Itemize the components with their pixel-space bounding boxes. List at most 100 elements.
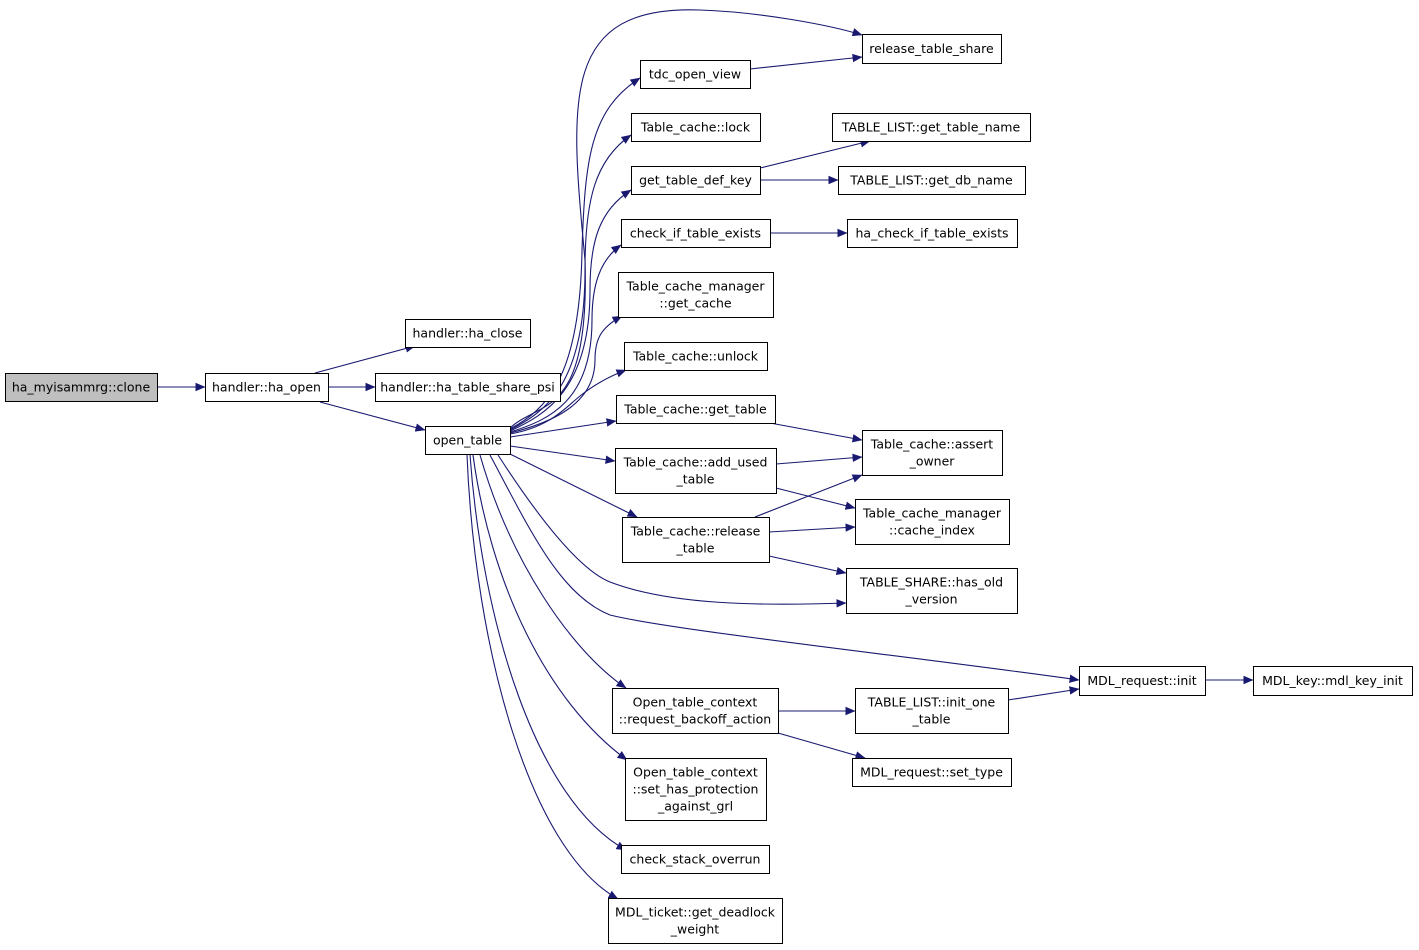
node-table-cache-release-table[interactable]: Table_cache::release_table: [622, 517, 770, 563]
node-handler-ha-open[interactable]: handler::ha_open: [205, 373, 329, 402]
node-table-share-has-old-version[interactable]: TABLE_SHARE::has_old_version: [846, 568, 1018, 614]
edge-open-table-to-otc-set-prot: [472, 454, 628, 761]
node-box: [205, 373, 329, 402]
node-label: TABLE_SHARE::has_old: [859, 575, 1003, 590]
edge-open-table-to-tcm-get-cache: [509, 315, 623, 434]
edge-open-table-to-mdl-req-init: [489, 454, 1080, 683]
node-mdl-request-set-type[interactable]: MDL_request::set_type: [852, 758, 1012, 787]
node-box: [846, 568, 1018, 614]
node-open-table-context-request-backoff-action[interactable]: Open_table_context::request_backoff_acti…: [612, 688, 779, 734]
node-label: MDL_ticket::get_deadlock: [615, 905, 776, 920]
edges-layer: [157, 9, 1254, 900]
node-box: [624, 342, 768, 371]
node-table-list-get-table-name[interactable]: TABLE_LIST::get_table_name: [832, 113, 1031, 142]
node-open-table-context-set-has-protection[interactable]: Open_table_context::set_has_protection_a…: [625, 758, 767, 821]
edge-open-table-to-tc-unlock: [509, 369, 627, 435]
node-box: [5, 373, 158, 402]
node-label: release_table_share: [869, 41, 994, 56]
node-box: [631, 166, 761, 195]
node-table-list-get-db-name[interactable]: TABLE_LIST::get_db_name: [838, 166, 1026, 195]
node-box: [852, 758, 1012, 787]
node-label: _weight: [670, 922, 719, 937]
node-release-table-share[interactable]: release_table_share: [862, 34, 1002, 64]
edge-open-table-to-otc-backoff: [479, 454, 627, 689]
node-box: [618, 272, 774, 318]
node-box: [862, 430, 1003, 476]
node-mdl-ticket-get-deadlock-weight[interactable]: MDL_ticket::get_deadlock_weight: [608, 898, 783, 944]
node-label: TABLE_LIST::get_db_name: [849, 173, 1013, 188]
node-label: check_if_table_exists: [630, 226, 761, 241]
edge-otc-backoff-to-mdl-set-type: [777, 732, 866, 760]
node-label: _table: [676, 472, 715, 487]
node-label: Open_table_context: [633, 695, 758, 710]
node-box: [608, 898, 783, 944]
node-label: _against_grl: [657, 799, 733, 814]
node-box: [838, 166, 1026, 195]
node-check-if-table-exists[interactable]: check_if_table_exists: [621, 219, 771, 248]
node-handler-ha-table-share-psi[interactable]: handler::ha_table_share_psi: [375, 373, 561, 402]
node-table-cache-manager-cache-index[interactable]: Table_cache_manager::cache_index: [855, 499, 1010, 545]
node-label: MDL_request::init: [1087, 673, 1196, 688]
node-open-table[interactable]: open_table: [425, 426, 511, 455]
node-box: [625, 758, 767, 821]
edge-get-tdk-to-tl-get-table-name: [759, 139, 871, 169]
node-label: _table: [912, 712, 951, 727]
node-label: handler::ha_table_share_psi: [380, 380, 555, 395]
node-label: Table_cache_manager: [625, 279, 765, 294]
node-label: Table_cache::get_table: [623, 402, 767, 417]
edge-open-table-to-check-exists: [509, 244, 622, 433]
node-label: Table_cache::unlock: [632, 349, 759, 364]
edge-tc-add-used-to-tc-assert-owner: [775, 453, 863, 465]
node-label: Table_cache::lock: [640, 120, 751, 135]
node-table-cache-lock[interactable]: Table_cache::lock: [631, 113, 761, 142]
edge-open-table-to-tc-lock: [509, 134, 632, 431]
node-tdc-open-view[interactable]: tdc_open_view: [640, 60, 751, 89]
node-table-cache-assert-owner[interactable]: Table_cache::assert_owner: [862, 430, 1003, 476]
node-label: ::set_has_protection: [633, 782, 759, 797]
edge-open-table-to-tdc-open-view: [509, 77, 641, 430]
node-label: handler::ha_open: [212, 380, 321, 395]
edge-open-table-to-ts-has-old: [497, 454, 847, 608]
node-table-cache-unlock[interactable]: Table_cache::unlock: [624, 342, 768, 371]
node-label: tdc_open_view: [649, 67, 741, 82]
node-label: MDL_key::mdl_key_init: [1262, 673, 1403, 688]
node-label: Table_cache::add_used: [623, 455, 768, 470]
edge-open-table-to-tc-add-used: [509, 445, 616, 464]
node-handler-ha-close[interactable]: handler::ha_close: [405, 319, 531, 348]
node-label: Table_cache::release: [630, 524, 761, 539]
node-label: handler::ha_close: [413, 326, 523, 341]
node-ha-check-if-table-exists[interactable]: ha_check_if_table_exists: [847, 219, 1018, 248]
node-table-cache-manager-get-cache[interactable]: Table_cache_manager::get_cache: [618, 272, 774, 318]
node-label: _version: [904, 592, 957, 607]
edge-tc-release-to-ts-has-old: [768, 555, 847, 576]
node-box: [621, 845, 770, 874]
node-box: [612, 688, 779, 734]
node-box: [1079, 666, 1206, 696]
node-label: Table_cache::assert: [870, 437, 994, 452]
node-label: get_table_def_key: [639, 173, 752, 188]
node-check-stack-overrun[interactable]: check_stack_overrun: [621, 845, 770, 874]
edge-ha-open-to-open-table: [319, 401, 426, 432]
node-label: check_stack_overrun: [630, 852, 761, 867]
edge-open-table-to-release-share: [509, 9, 863, 429]
node-box: [621, 219, 771, 248]
node-ha-myisammrg-clone: ha_myisammrg::clone: [5, 373, 158, 402]
node-get-table-def-key[interactable]: get_table_def_key: [631, 166, 761, 195]
node-box: [425, 426, 511, 455]
node-mdl-request-init[interactable]: MDL_request::init: [1079, 666, 1206, 696]
node-box: [847, 219, 1018, 248]
edge-open-table-to-tc-get-table: [509, 418, 617, 438]
node-mdl-key-mdl-key-init[interactable]: MDL_key::mdl_key_init: [1253, 666, 1413, 696]
nodes-layer: ha_myisammrg::clone handler::ha_open handl…: [5, 34, 1413, 944]
node-box: [615, 448, 777, 494]
edge-tc-get-table-to-tc-assert-owner: [769, 422, 863, 443]
node-table-cache-get-table[interactable]: Table_cache::get_table: [616, 395, 776, 424]
node-label: _owner: [909, 454, 956, 469]
node-box: [622, 517, 770, 563]
node-table-list-init-one-table[interactable]: TABLE_LIST::init_one_table: [855, 688, 1009, 734]
edge-tc-release-to-tc-assert-owner: [754, 474, 863, 518]
node-table-cache-add-used-table[interactable]: Table_cache::add_used_table: [615, 448, 777, 494]
node-box: [640, 60, 751, 89]
node-label: ::cache_index: [889, 523, 975, 538]
